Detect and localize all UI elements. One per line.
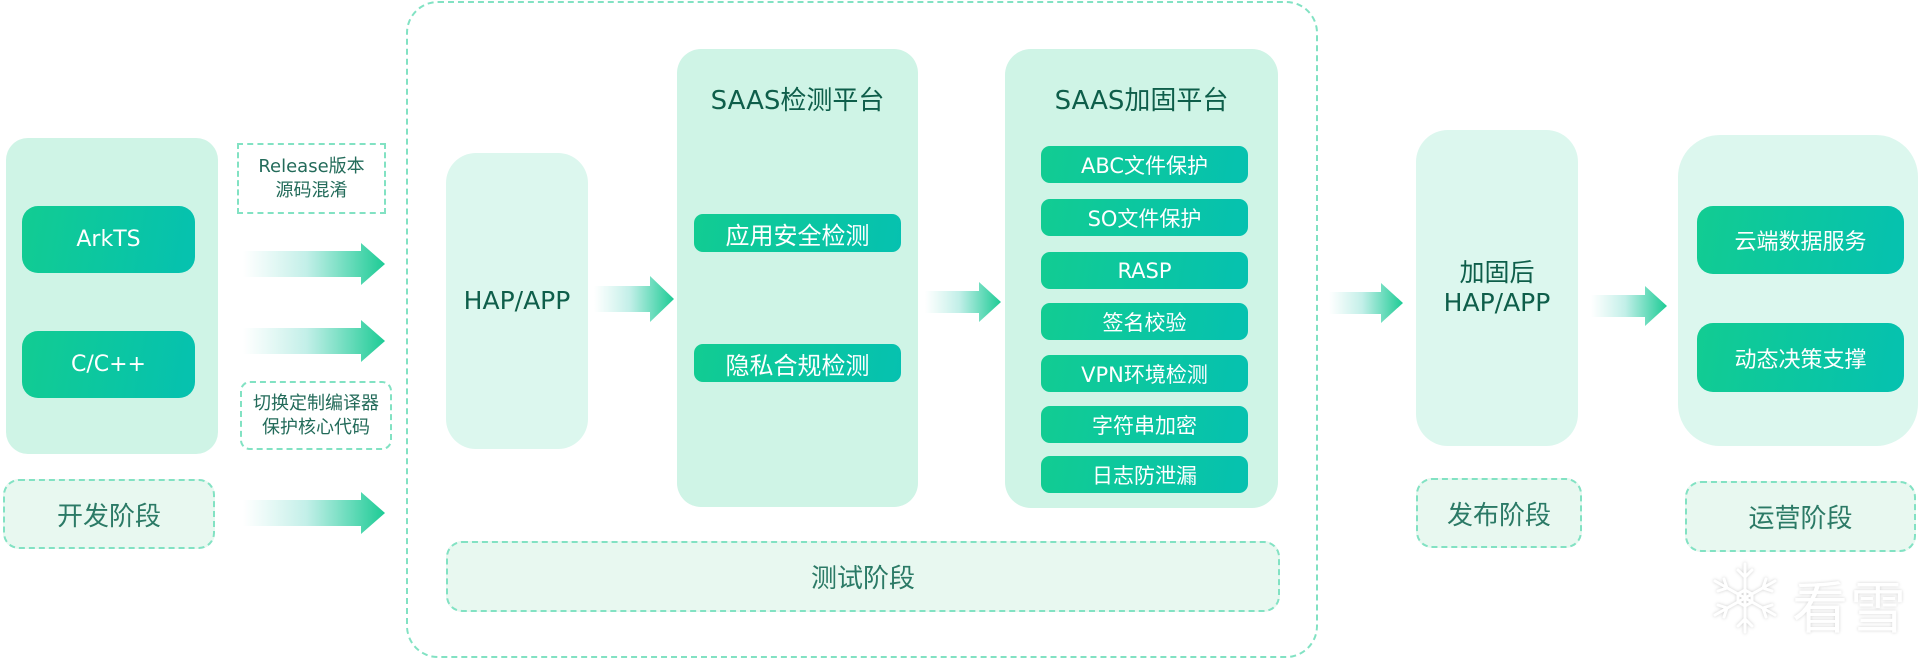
saas-detect-platform [677, 49, 918, 507]
arrow-icon [243, 492, 385, 534]
note-custom-compiler: 切换定制编译器 保护核心代码 [240, 381, 392, 450]
dev-stage-panel [6, 138, 218, 454]
hap-app-box: HAP/APP [446, 153, 588, 449]
language-arkts[interactable]: ArkTS [22, 206, 195, 273]
detect-item-app-security[interactable]: 应用安全检测 [694, 214, 901, 252]
hardened-label-line2: HAP/APP [1443, 288, 1551, 317]
note-release-obfuscation: Release版本 源码混淆 [237, 143, 386, 214]
language-cpp[interactable]: C/C++ [22, 331, 195, 398]
hap-app-label: HAP/APP [463, 286, 571, 315]
note-compiler-line1: 切换定制编译器 [253, 392, 379, 414]
note-release-line2: 源码混淆 [275, 179, 348, 201]
harden-item-rasp[interactable]: RASP [1041, 252, 1248, 289]
saas-detect-title: SAAS检测平台 [710, 86, 885, 116]
harden-item-signature[interactable]: 签名校验 [1041, 303, 1248, 340]
note-compiler-line2: 保护核心代码 [262, 416, 370, 438]
snowflake-icon [1713, 562, 1777, 634]
harden-item-string-encrypt[interactable]: 字符串加密 [1041, 406, 1248, 443]
phase-development: 开发阶段 [3, 479, 215, 549]
arrow-icon [925, 282, 1001, 322]
harden-item-vpn-detect[interactable]: VPN环境检测 [1041, 355, 1248, 392]
arrow-icon [594, 276, 674, 322]
harden-item-abc-file[interactable]: ABC文件保护 [1041, 146, 1248, 183]
watermark-text: 看雪 [1792, 577, 1908, 642]
detect-item-privacy-compliance[interactable]: 隐私合规检测 [694, 344, 901, 382]
phase-release: 发布阶段 [1416, 478, 1582, 548]
arrow-icon [1329, 283, 1403, 323]
ops-item-cloud-data[interactable]: 云端数据服务 [1697, 206, 1904, 274]
ops-stage-panel [1678, 135, 1918, 446]
watermark: 看雪 [1710, 560, 1910, 642]
phase-operations: 运营阶段 [1685, 481, 1916, 552]
arrow-icon [243, 243, 385, 285]
hardened-hap-app-box: 加固后 HAP/APP [1416, 130, 1578, 446]
test-stage-container [406, 1, 1318, 658]
harden-item-so-file[interactable]: SO文件保护 [1041, 199, 1248, 236]
saas-harden-title: SAAS加固平台 [1054, 86, 1229, 116]
phase-testing: 测试阶段 [446, 541, 1280, 612]
ops-item-dynamic-decision[interactable]: 动态决策支撑 [1697, 323, 1904, 392]
hardened-label-line1: 加固后 [1459, 258, 1535, 287]
harden-item-log-leak[interactable]: 日志防泄漏 [1041, 456, 1248, 493]
arrow-icon [243, 320, 385, 362]
arrow-icon [1591, 286, 1667, 326]
note-release-line1: Release版本 [258, 155, 365, 177]
